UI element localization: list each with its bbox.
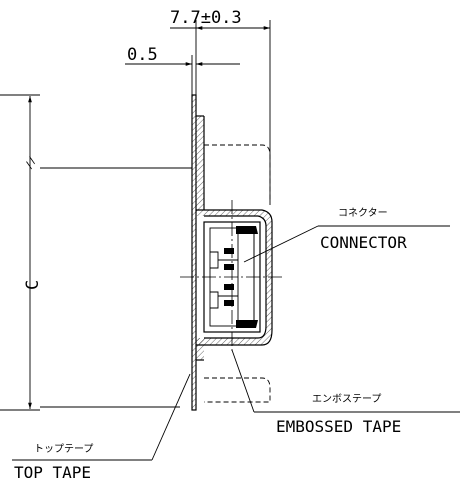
break-mark: // xyxy=(23,155,39,171)
width-dimension: 7.7±0.3 xyxy=(170,8,271,205)
pitch-dimension: // C xyxy=(0,94,192,411)
adjacent-pocket-outlines xyxy=(204,144,271,403)
thickness-dimension: 0.5 xyxy=(125,45,240,100)
top-tape-callout: トップテープ TOP TAPE xyxy=(12,373,191,482)
connector-label-en: CONNECTOR xyxy=(320,233,407,252)
connector-label-jp: コネクター xyxy=(338,207,388,219)
embossed-tape-label-en: EMBOSSED TAPE xyxy=(276,417,401,436)
width-dimension-label: 7.7±0.3 xyxy=(170,8,242,28)
top-tape-label-jp: トップテープ xyxy=(34,443,93,455)
pitch-dimension-label: C xyxy=(23,280,43,290)
embossed-tape-label-jp: エンボステープ xyxy=(312,393,381,405)
top-tape-label-en: TOP TAPE xyxy=(14,463,91,482)
connector-callout: コネクター CONNECTOR xyxy=(243,207,450,263)
top-tape xyxy=(191,94,205,411)
embossed-tape-pocket xyxy=(196,209,273,346)
center-lines xyxy=(180,200,282,352)
thickness-dimension-label: 0.5 xyxy=(127,45,158,65)
embossed-tape-callout: エンボステープ EMBOSSED TAPE xyxy=(231,349,460,436)
